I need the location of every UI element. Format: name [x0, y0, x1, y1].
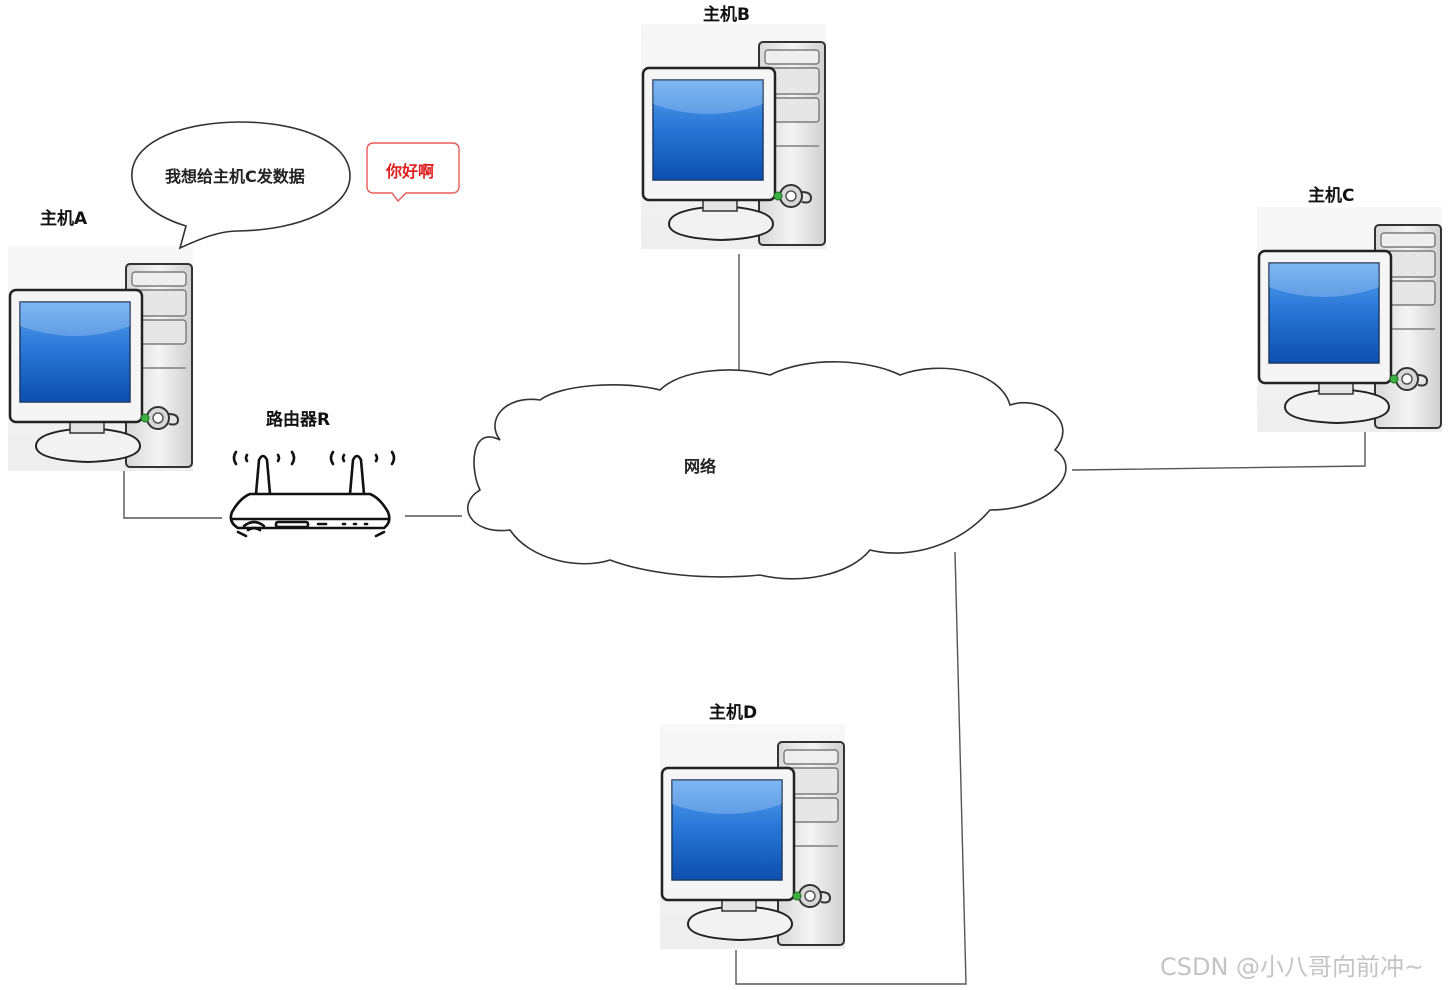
link-host-c-network [1071, 430, 1366, 471]
host-d-label: 主机D [709, 702, 757, 723]
host-d[interactable]: 主机D [660, 702, 845, 949]
host-a[interactable]: 主机A [8, 208, 193, 471]
network-cloud: 网络 [467, 361, 1067, 580]
router-label: 路由器R [266, 409, 330, 430]
watermark: CSDN @小八哥向前冲~ [1160, 953, 1424, 981]
network-label: 网络 [684, 457, 716, 476]
reply-callout: 你好啊 [366, 142, 460, 203]
link-host-d-network [735, 551, 967, 985]
host-a-computer-icon [8, 246, 193, 471]
thought-text: 我想给主机C发数据 [165, 167, 305, 186]
host-d-computer-icon [660, 724, 845, 949]
host-c[interactable]: 主机C [1257, 185, 1442, 432]
host-b-label: 主机B [703, 4, 750, 25]
host-a-label: 主机A [40, 208, 88, 229]
router-r[interactable]: 路由器R [229, 409, 396, 538]
connection-lines [123, 254, 1366, 985]
router-icon [229, 450, 396, 538]
reply-text: 你好啊 [385, 162, 434, 181]
host-b-computer-icon [641, 24, 826, 249]
host-b[interactable]: 主机B [641, 4, 826, 249]
host-c-computer-icon [1257, 207, 1442, 432]
link-host-a-router [123, 470, 222, 519]
host-c-label: 主机C [1308, 185, 1354, 206]
thought-bubble: 我想给主机C发数据 [131, 121, 351, 250]
